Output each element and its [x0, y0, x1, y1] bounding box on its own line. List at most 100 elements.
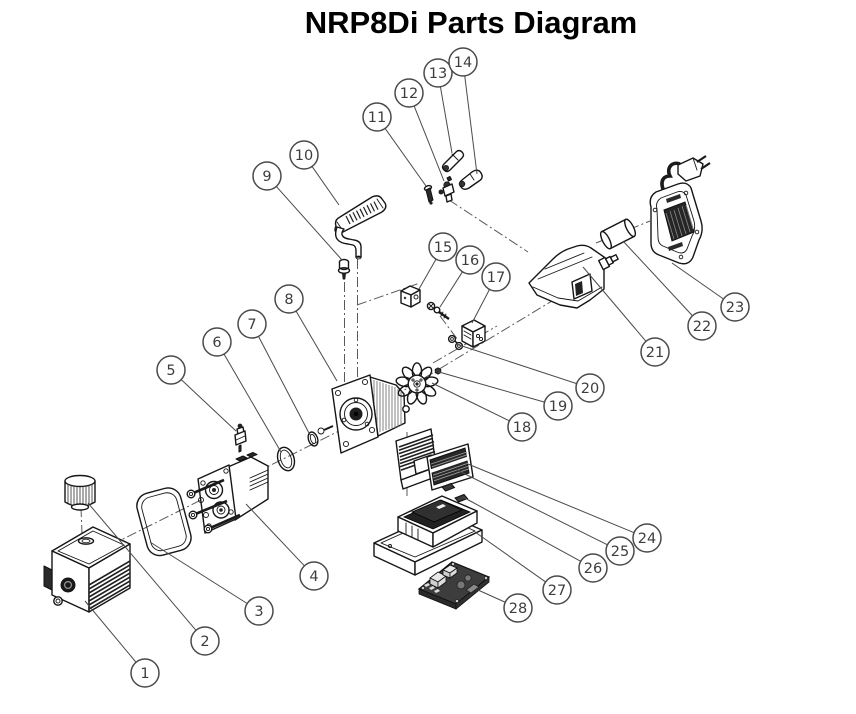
leader-line-5 — [180, 379, 237, 432]
callout-18-number: 18 — [513, 420, 531, 436]
leader-line-17 — [471, 289, 490, 324]
part-base-assembly — [373, 495, 483, 576]
sight-glass — [60, 577, 76, 593]
callout-25: 25 — [605, 536, 635, 566]
part-fan-nut — [434, 367, 442, 375]
leader-lines — [84, 75, 724, 663]
callout-18: 18 — [507, 412, 537, 442]
drain-plug — [53, 596, 63, 606]
leader-line-18 — [431, 382, 510, 422]
callout-4-circle — [299, 561, 329, 591]
part-screw — [426, 301, 450, 320]
capacitor-terminal — [598, 253, 619, 271]
part-end-cap — [649, 155, 711, 265]
callout-9-circle — [252, 161, 282, 191]
filler-hole — [77, 537, 95, 545]
tank-bracket — [43, 565, 53, 591]
callout-12: 12 — [394, 78, 424, 108]
callout-28: 28 — [503, 593, 533, 623]
part-oil-fitting — [234, 423, 247, 453]
callout-15: 15 — [428, 232, 458, 262]
callout-26-circle — [578, 553, 608, 583]
callout-3-number: 3 — [254, 604, 263, 620]
callout-23: 23 — [720, 292, 750, 322]
callout-13: 13 — [423, 58, 453, 88]
callout-8-number: 8 — [284, 292, 293, 308]
part-pipe-stub — [441, 149, 465, 173]
callout-1: 1 — [130, 658, 160, 688]
part-elbow-fitting — [438, 176, 455, 203]
callout-8-circle — [274, 284, 304, 314]
part-fan-rotor — [395, 362, 439, 405]
part-terminal-block — [400, 285, 421, 308]
callouts: 1234567891011121314151617181920212223242… — [130, 47, 750, 688]
part-switch-box — [461, 319, 486, 348]
leader-line-2 — [87, 502, 197, 631]
power-plug — [677, 155, 711, 182]
part-rubber-feet — [441, 482, 469, 503]
leader-line-3 — [149, 541, 248, 604]
leader-line-21 — [582, 266, 647, 342]
callout-7-number: 7 — [247, 317, 256, 333]
callout-9: 9 — [252, 161, 282, 191]
callout-14-circle — [448, 47, 478, 77]
part-pcb-board — [417, 561, 491, 610]
part-motor-cover — [528, 244, 605, 309]
part-drawings — [43, 149, 711, 613]
callout-21: 21 — [640, 337, 670, 367]
part-vent-panel-left — [395, 428, 439, 490]
leader-line-22 — [622, 240, 693, 317]
callout-14: 14 — [448, 47, 478, 77]
callout-19-circle — [543, 391, 573, 421]
part-pump-module — [186, 452, 269, 534]
handle-grip-ribs — [345, 201, 379, 225]
leader-line-6 — [223, 353, 282, 453]
leader-line-24 — [467, 463, 635, 534]
callout-5-number: 5 — [166, 363, 175, 379]
leader-line-7 — [258, 336, 311, 436]
callout-17-circle — [481, 262, 511, 292]
part-o-ring — [276, 446, 296, 472]
callout-3: 3 — [244, 596, 274, 626]
part-vent-panel-right — [426, 443, 474, 491]
callout-20-circle — [575, 373, 605, 403]
callout-26: 26 — [578, 553, 608, 583]
part-tank-cap — [64, 474, 96, 511]
callout-10: 10 — [289, 140, 319, 170]
callout-6-number: 6 — [212, 335, 221, 351]
callout-21-number: 21 — [646, 345, 664, 361]
callout-21-circle — [640, 337, 670, 367]
leader-line-23 — [671, 262, 724, 300]
leader-line-25 — [456, 469, 608, 546]
part-elbow-pipe — [458, 169, 483, 190]
leader-line-8 — [295, 310, 338, 382]
pcb-components — [421, 562, 488, 603]
callout-27-circle — [542, 575, 572, 605]
callout-3-circle — [244, 596, 274, 626]
callout-1-number: 1 — [140, 666, 149, 682]
callout-11-number: 11 — [368, 110, 386, 126]
callout-24: 24 — [632, 523, 662, 553]
leader-line-4 — [245, 503, 305, 567]
callout-13-circle — [423, 58, 453, 88]
switch-cutout — [571, 273, 593, 300]
callout-26-number: 26 — [584, 561, 602, 577]
callout-25-circle — [605, 536, 635, 566]
leader-line-9 — [275, 186, 343, 261]
callout-7-circle — [237, 309, 267, 339]
leader-line-16 — [439, 271, 463, 308]
part-gasket — [136, 487, 192, 557]
callout-27: 27 — [542, 575, 572, 605]
leader-line-20 — [455, 343, 577, 385]
leader-line-28 — [477, 589, 506, 603]
power-cord — [660, 161, 681, 198]
callout-28-number: 28 — [509, 601, 527, 617]
callout-11: 11 — [362, 102, 392, 132]
callout-22-circle — [687, 311, 717, 341]
callout-25-number: 25 — [611, 544, 629, 560]
callout-19: 19 — [543, 391, 573, 421]
tank-ribs — [88, 560, 131, 610]
leader-line-13 — [439, 86, 453, 154]
part-oil-tank — [43, 526, 131, 613]
callout-1-circle — [130, 658, 160, 688]
